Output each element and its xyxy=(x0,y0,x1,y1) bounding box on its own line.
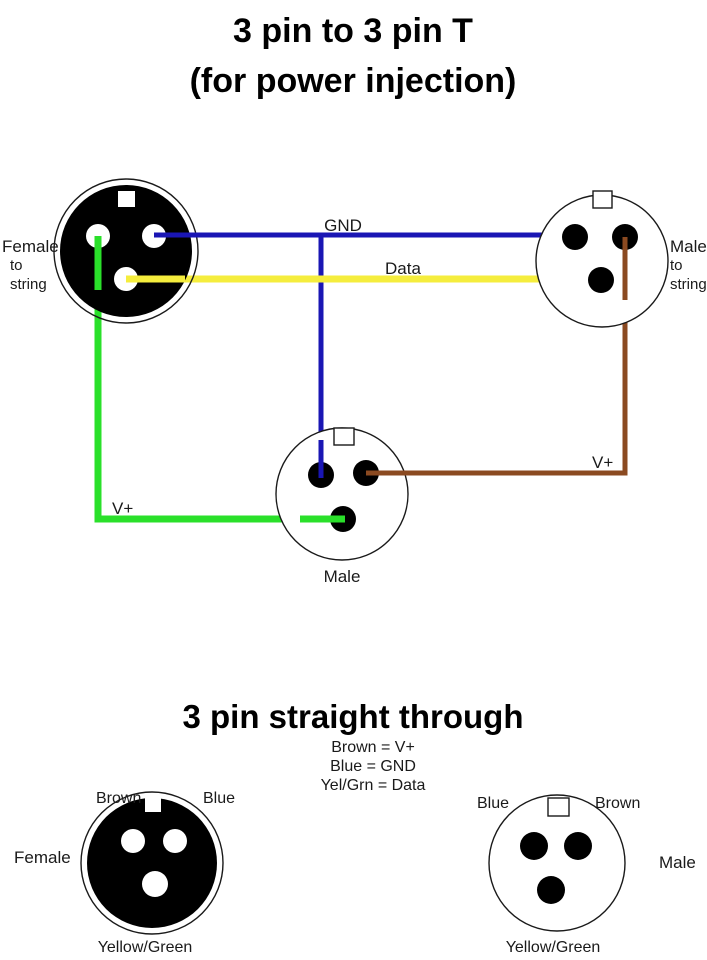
wire-label-vplus-left: V+ xyxy=(112,499,133,518)
wire-vplus-green-path xyxy=(94,236,343,523)
bottom-female-pin-label-upper-right: Blue xyxy=(203,790,235,807)
bottom-connector-male[interactable] xyxy=(488,794,626,932)
female-pin-wire-stubs xyxy=(94,232,200,290)
pin-upper-right[interactable] xyxy=(163,829,187,853)
bottom-male-pin-label-upper-right: Brown xyxy=(595,795,640,812)
connector-body xyxy=(488,794,626,932)
bottom-female-pin-label-upper-left: Brown xyxy=(96,790,141,807)
pin-bottom[interactable] xyxy=(142,871,168,897)
male-injection-label: Male xyxy=(324,567,361,586)
legend-line-blue: Blue = GND xyxy=(330,758,416,775)
connector-key-notch xyxy=(145,797,161,812)
connector-outer-ring xyxy=(80,791,224,935)
connector-female-to-string[interactable] xyxy=(53,178,199,324)
pin-upper-right[interactable] xyxy=(564,832,592,860)
wire-label-vplus-right: V+ xyxy=(592,453,613,472)
wire-label-data: Data xyxy=(385,259,421,278)
bottom-female-pin-label-bottom: Yellow/Green xyxy=(98,939,193,956)
male-injection-pin-wire-stubs xyxy=(300,440,410,523)
connector-body xyxy=(275,427,409,561)
bottom-female-role-label: Female xyxy=(14,848,71,867)
wire-vplus-green xyxy=(94,236,343,523)
male-to-string-label-line2: to xyxy=(670,257,683,274)
connector-male-to-string[interactable] xyxy=(535,190,669,328)
male-to-string-label-line3: string xyxy=(670,276,707,293)
secondary-title: 3 pin straight through xyxy=(183,698,524,735)
connector-key-notch xyxy=(547,797,570,817)
connector-body xyxy=(87,798,217,928)
pin-bottom[interactable] xyxy=(537,876,565,904)
bottom-male-role-label: Male xyxy=(659,853,696,872)
connector-body xyxy=(60,185,192,317)
connector-key-notch xyxy=(333,427,355,446)
main-title-line2: (for power injection) xyxy=(190,62,517,100)
connector-body xyxy=(535,194,669,328)
wire-label-gnd: GND xyxy=(324,216,362,235)
connector-male-injection[interactable] xyxy=(275,427,409,561)
pin-upper-left[interactable] xyxy=(562,224,588,250)
legend-line-yelgrn: Yel/Grn = Data xyxy=(321,777,426,794)
bottom-male-pin-label-bottom: Yellow/Green xyxy=(506,939,601,956)
bottom-male-pin-label-upper-left: Blue xyxy=(477,795,509,812)
male-to-string-label-line1: Male xyxy=(670,237,707,256)
connector-key-notch xyxy=(592,190,613,209)
legend-line-brown: Brown = V+ xyxy=(331,739,415,756)
connector-outer-ring xyxy=(53,178,199,324)
female-to-string-label-line2: to xyxy=(10,257,23,274)
female-to-string-label-line1: Female xyxy=(2,237,59,256)
pin-upper-left[interactable] xyxy=(520,832,548,860)
connector-key-notch xyxy=(118,191,135,207)
female-to-string-label-line3: string xyxy=(10,276,47,293)
pin-lower-center[interactable] xyxy=(588,267,614,293)
main-title-line1: 3 pin to 3 pin T xyxy=(233,12,473,50)
bottom-connector-female[interactable] xyxy=(80,791,224,935)
pin-upper-left[interactable] xyxy=(121,829,145,853)
